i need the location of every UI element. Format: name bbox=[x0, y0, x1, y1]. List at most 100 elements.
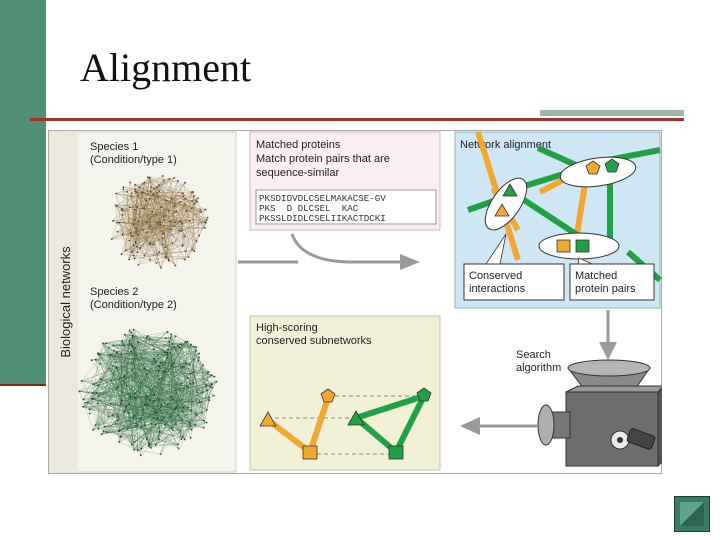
network-node bbox=[166, 331, 169, 333]
network-node bbox=[189, 372, 192, 375]
network-node bbox=[128, 239, 131, 242]
network-node bbox=[178, 229, 181, 232]
network-edge bbox=[133, 337, 147, 443]
networks-axis-label: Biological networks bbox=[58, 246, 73, 358]
network-node bbox=[186, 377, 189, 380]
network-edge bbox=[134, 182, 186, 259]
orange-triangle-node bbox=[259, 411, 277, 427]
network-node bbox=[137, 233, 140, 236]
network-edge bbox=[192, 192, 207, 220]
network-edge bbox=[149, 444, 179, 447]
network-node bbox=[141, 182, 144, 185]
conserved-label-1: Conserved bbox=[469, 270, 522, 282]
network-node bbox=[145, 395, 148, 398]
network-node bbox=[163, 416, 165, 419]
network-node bbox=[120, 435, 123, 438]
network-node bbox=[190, 409, 193, 412]
matched-callout bbox=[569, 263, 655, 301]
network-node bbox=[202, 364, 205, 366]
network-node bbox=[181, 243, 184, 246]
network-node bbox=[168, 340, 171, 343]
network-node bbox=[110, 353, 113, 356]
network-node bbox=[153, 357, 155, 360]
network-node bbox=[168, 260, 170, 262]
network-node bbox=[184, 181, 187, 184]
network-node bbox=[121, 233, 124, 236]
network-node bbox=[175, 392, 178, 394]
orange-subnet-edge bbox=[307, 397, 331, 453]
network-edge bbox=[131, 182, 186, 253]
network-node bbox=[165, 257, 167, 259]
network-node bbox=[173, 362, 175, 364]
network-node bbox=[163, 351, 166, 354]
network-node bbox=[175, 210, 178, 213]
network-edge bbox=[159, 207, 162, 253]
network-edge bbox=[174, 357, 199, 364]
network-edge bbox=[134, 206, 138, 221]
network-edge bbox=[163, 364, 204, 418]
network-edge bbox=[150, 389, 183, 438]
network-edge bbox=[171, 409, 207, 429]
network-node bbox=[192, 191, 195, 193]
network-node bbox=[195, 199, 198, 202]
network-edge bbox=[116, 362, 187, 389]
network-node bbox=[132, 328, 135, 331]
matched-panel-title: Matched proteins bbox=[256, 139, 341, 151]
network-node bbox=[128, 206, 131, 209]
network-node bbox=[174, 203, 176, 206]
network-node bbox=[139, 247, 142, 250]
network-node bbox=[167, 209, 170, 212]
species2-network bbox=[78, 328, 218, 457]
network-edge bbox=[158, 346, 195, 380]
network-edge bbox=[131, 351, 212, 376]
matched-panel-subtitle-1: Match protein pairs that are bbox=[256, 153, 390, 165]
network-edge bbox=[182, 397, 210, 438]
network-edge bbox=[134, 341, 188, 394]
network-node bbox=[90, 397, 93, 400]
network-edge bbox=[137, 412, 156, 451]
network-node bbox=[141, 192, 144, 194]
network-edge bbox=[136, 206, 162, 268]
network-node bbox=[143, 181, 146, 184]
network-edge bbox=[121, 354, 168, 401]
network-node bbox=[187, 256, 190, 258]
network-node bbox=[158, 251, 161, 254]
network-node bbox=[125, 384, 128, 387]
green-subnet-edge bbox=[355, 393, 425, 421]
network-node bbox=[135, 227, 137, 230]
network-edge bbox=[150, 256, 167, 261]
network-edge bbox=[131, 193, 136, 242]
network-node bbox=[88, 408, 91, 411]
network-edge bbox=[155, 211, 177, 215]
network-edge bbox=[79, 391, 183, 412]
network-node bbox=[108, 367, 111, 370]
network-node bbox=[155, 213, 157, 216]
network-edge bbox=[115, 205, 172, 230]
network-node bbox=[80, 380, 83, 382]
network-edge bbox=[124, 334, 166, 339]
network-edge bbox=[182, 409, 207, 438]
network-node bbox=[180, 343, 183, 346]
network-edge bbox=[142, 178, 170, 184]
network-node bbox=[146, 335, 149, 337]
next-slide-button[interactable] bbox=[674, 496, 710, 532]
network-edge bbox=[138, 256, 167, 266]
network-edge bbox=[79, 391, 94, 430]
network-node bbox=[78, 390, 81, 393]
network-edge bbox=[131, 211, 153, 253]
network-edge bbox=[156, 256, 189, 263]
network-edge bbox=[149, 177, 179, 182]
network-node bbox=[134, 190, 137, 193]
network-edge bbox=[157, 245, 183, 255]
network-node bbox=[143, 254, 146, 257]
network-edge bbox=[92, 354, 168, 385]
network-node bbox=[215, 380, 218, 383]
network-edge bbox=[99, 363, 192, 430]
conserved-label-2: interactions bbox=[469, 283, 526, 295]
network-edge bbox=[141, 404, 162, 449]
network-node bbox=[158, 378, 160, 381]
network-edge bbox=[128, 186, 158, 260]
network-node bbox=[206, 372, 209, 374]
network-node bbox=[182, 406, 185, 409]
network-node bbox=[198, 401, 201, 404]
